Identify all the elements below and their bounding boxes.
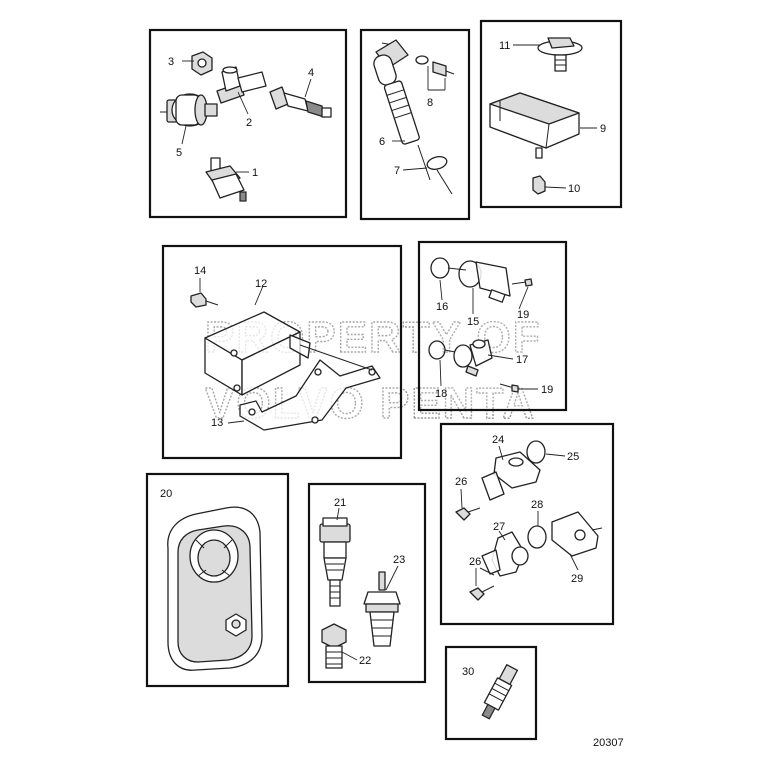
callout-17: 17 xyxy=(516,354,528,366)
callout-12: 12 xyxy=(255,278,267,290)
part-27-sensor xyxy=(479,531,529,577)
callout-30: 30 xyxy=(462,666,474,678)
callout-27: 27 xyxy=(493,521,505,533)
callout-26-upper: 26 xyxy=(455,476,467,488)
part-10-nut xyxy=(532,175,546,195)
part-26-screw-lower xyxy=(469,585,495,601)
part-1-pressure-switch xyxy=(205,157,247,202)
panel-sensors-24-29: 24 25 26 28 27 29 26 xyxy=(439,422,615,626)
part-29-plate xyxy=(551,511,603,557)
part-20-cover xyxy=(167,506,263,671)
callout-1: 1 xyxy=(252,167,258,179)
callout-13: 13 xyxy=(211,417,223,429)
part-3-nut xyxy=(191,51,213,76)
part-14-screw xyxy=(190,292,219,308)
callout-26-lower: 26 xyxy=(469,556,481,568)
part-6-sensor xyxy=(373,39,431,181)
part-30-sensor xyxy=(481,664,519,720)
callout-22: 22 xyxy=(359,655,371,667)
reference-number: 20307 xyxy=(593,737,624,749)
callout-18: 18 xyxy=(435,388,447,400)
panel-cover-20: 20 xyxy=(145,472,290,688)
callout-9: 9 xyxy=(600,123,606,135)
callout-19-lower: 19 xyxy=(541,384,553,396)
part-15-sensor xyxy=(447,260,511,303)
callout-24: 24 xyxy=(492,434,504,446)
part-19-screw-upper xyxy=(511,278,533,287)
part-17-sensor xyxy=(444,339,493,377)
callout-8: 8 xyxy=(427,97,433,109)
callout-14: 14 xyxy=(194,265,206,277)
callout-21: 21 xyxy=(334,497,346,509)
callout-23: 23 xyxy=(393,554,405,566)
panel-sensor-30: 30 xyxy=(444,645,538,741)
part-21-connector-sensor xyxy=(319,517,351,607)
part-7-o-ring xyxy=(426,156,453,195)
callout-6: 6 xyxy=(379,136,385,148)
part-12-relay-box xyxy=(204,311,311,396)
part-2-tee-fitting xyxy=(216,66,267,104)
callout-25: 25 xyxy=(567,451,579,463)
callout-29: 29 xyxy=(571,573,583,585)
callout-11: 11 xyxy=(499,40,510,52)
part-26-screw-upper xyxy=(455,507,481,521)
part-23-temperature-sender xyxy=(363,571,401,647)
callout-10: 10 xyxy=(568,183,580,195)
part-22-adapter xyxy=(321,623,347,669)
callout-7: 7 xyxy=(394,165,400,177)
panel-module-9-11: 11 9 10 xyxy=(479,19,623,209)
part-24-sensor xyxy=(481,451,541,501)
part-5-pressure-sender xyxy=(160,93,218,127)
callout-2: 2 xyxy=(246,117,252,129)
panel-sensor-6-8: 8 6 7 xyxy=(359,28,471,221)
part-13-bracket xyxy=(239,344,381,431)
callout-16: 16 xyxy=(436,301,448,313)
panel-sensors-1-5: 3 2 4 5 1 xyxy=(148,28,348,219)
callout-19-upper: 19 xyxy=(517,309,529,321)
panel-relay-12-14: 14 12 13 xyxy=(161,244,403,460)
part-25-o-ring xyxy=(526,440,546,464)
panel-senders-21-23: 21 23 22 xyxy=(307,482,427,684)
part-4-temperature-switch xyxy=(269,86,332,118)
panel-sensors-15-19: 16 15 19 17 18 19 xyxy=(417,240,568,412)
part-28-o-ring xyxy=(527,525,547,549)
callout-5: 5 xyxy=(176,147,182,159)
part-11-bolt xyxy=(537,37,583,72)
callout-3: 3 xyxy=(168,56,174,68)
callout-28: 28 xyxy=(531,499,543,511)
part-19-screw-lower xyxy=(499,383,519,393)
part-8-screw-washer xyxy=(415,55,455,77)
callout-15: 15 xyxy=(467,316,479,328)
callout-20: 20 xyxy=(160,488,172,500)
part-9-control-unit xyxy=(489,92,580,159)
callout-4: 4 xyxy=(308,67,314,79)
